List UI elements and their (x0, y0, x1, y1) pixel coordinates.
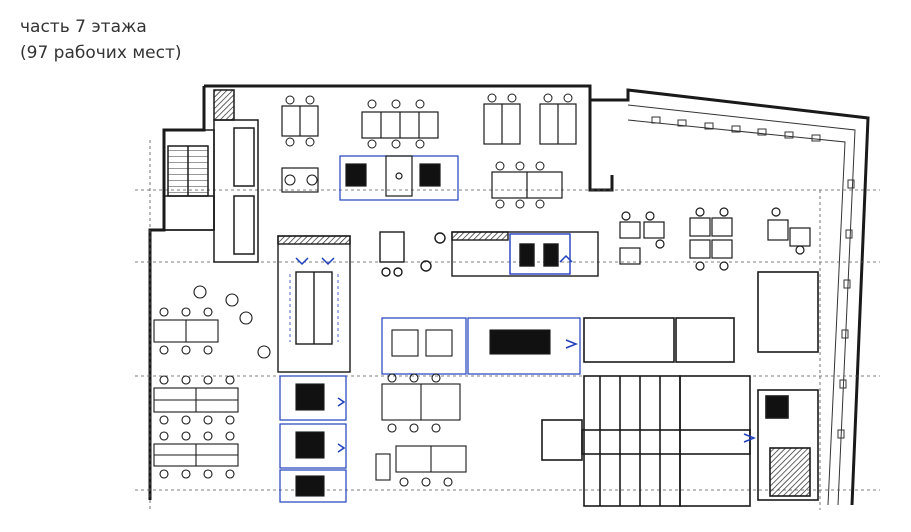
blue-door-markers (295, 254, 757, 453)
floor-caption: часть 7 этажа (97 рабочих мест) (20, 14, 181, 66)
meeting-room-top-furniture (345, 155, 441, 197)
meeting-rooms-centre (279, 317, 581, 503)
caption-workplaces: (97 рабочих мест) (20, 43, 182, 63)
stair-core (163, 89, 259, 263)
caption-floor-part: часть 7 этажа (20, 17, 147, 37)
dashed-gridlines (135, 140, 880, 510)
right-wing (627, 104, 856, 506)
service-block (379, 231, 599, 277)
conference-chairs (289, 274, 339, 342)
conference-room (277, 235, 351, 373)
desk-cluster-top (281, 103, 577, 199)
meeting-room-furniture (295, 329, 551, 497)
lounge-tables (619, 207, 811, 271)
chairs (284, 93, 573, 209)
desk-rows-centre (375, 373, 467, 487)
desk-rows-left (153, 285, 271, 479)
service-rooms-right (541, 271, 819, 507)
